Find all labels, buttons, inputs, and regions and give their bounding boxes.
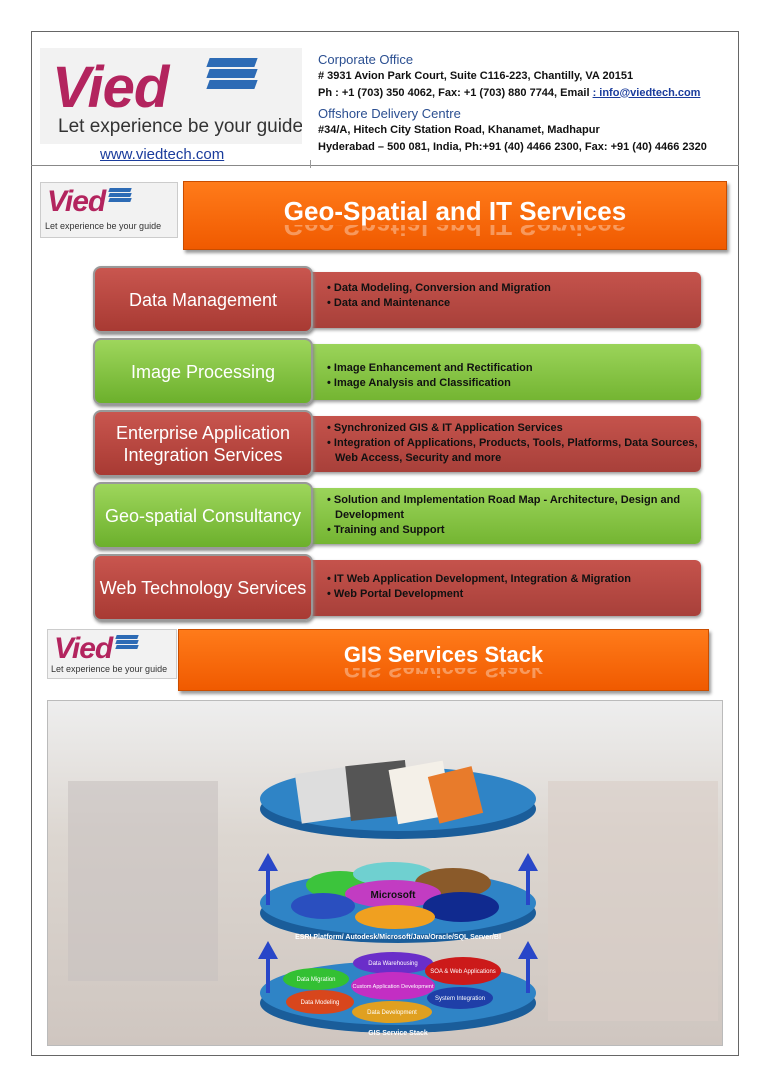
middle-disc: Microsoft ESRI Platform/ Autodesk/Micros… [260, 862, 536, 943]
email-link[interactable]: : info@viedtech.com [592, 86, 701, 99]
service-details: Image Enhancement and RectificationImage… [309, 344, 701, 400]
logo-brand: Vied [47, 185, 106, 218]
logo-bars-icon [206, 58, 258, 91]
service-name: Web Technology Services [93, 554, 313, 621]
corporate-phone: Ph : +1 (703) 350 4062, Fax: +1 (703) 88… [318, 86, 593, 99]
logo-brand: Vied [52, 55, 169, 120]
corporate-contact: Ph : +1 (703) 350 4062, Fax: +1 (703) 88… [318, 85, 707, 102]
service-item: Data Modeling, Conversion and Migration [325, 281, 701, 296]
stack-label: Data Migration [296, 977, 335, 983]
header-divider [31, 165, 739, 166]
service-item: IT Web Application Development, Integrat… [325, 572, 701, 587]
service-details: IT Web Application Development, Integrat… [309, 560, 701, 616]
banner1-logo: Vied Let experience be your guide [40, 182, 178, 238]
gis-stack-image: Microsoft ESRI Platform/ Autodesk/Micros… [47, 700, 723, 1046]
service-name: Enterprise Application Integration Servi… [93, 410, 313, 477]
corporate-address: # 3931 Avion Park Court, Suite C116-223,… [318, 70, 634, 82]
stack-label: Data Warehousing [368, 961, 417, 967]
logo-tagline: Let experience be your guide [45, 221, 162, 231]
banner-gis-stack: GIS Services Stack GIS Services Stack [178, 629, 709, 691]
logo-bars-icon [115, 635, 139, 650]
offshore-heading: Offshore Delivery Centre [318, 106, 461, 121]
service-row: Data Management Data Modeling, Conversio… [93, 266, 703, 333]
office-background [68, 781, 218, 981]
website-link[interactable]: www.viedtech.com [100, 146, 225, 163]
banner-title-reflection: GIS Services Stack [179, 668, 708, 680]
stack-label: Data Development [367, 1010, 417, 1016]
service-row: Geo-spatial Consultancy Solution and Imp… [93, 482, 703, 549]
corporate-heading: Corporate Office [318, 52, 414, 67]
up-arrow-icon [258, 853, 538, 993]
offshore-contact: Hyderabad – 500 081, India, Ph:+91 (40) … [318, 140, 707, 153]
banner-title: Geo-Spatial and IT Services [283, 196, 627, 226]
office-background [548, 781, 718, 1021]
service-row: Enterprise Application Integration Servi… [93, 410, 703, 477]
logo-tagline: Let experience be your guide [58, 116, 302, 137]
service-name: Data Management [93, 266, 313, 333]
service-row: Image Processing Image Enhancement and R… [93, 338, 703, 405]
service-item: Data and Maintenance [325, 296, 701, 311]
banner2-logo: Vied Let experience be your guide [47, 629, 177, 679]
service-name: Image Processing [93, 338, 313, 405]
banner-geo-spatial: Geo-Spatial and IT Services Geo-Spatial … [183, 181, 727, 250]
service-item: Solution and Implementation Road Map - A… [325, 493, 701, 523]
service-details: Synchronized GIS & IT Application Servic… [309, 416, 701, 472]
stack-caption: ESRI Platform/ Autodesk/Microsoft/Java/O… [295, 934, 501, 941]
service-name: Geo-spatial Consultancy [93, 482, 313, 549]
stack-label: Microsoft [371, 890, 417, 901]
service-item: Web Portal Development [325, 587, 701, 602]
service-item: Training and Support [325, 523, 701, 538]
logo-tagline: Let experience be your guide [51, 664, 168, 674]
header-column-divider [310, 160, 311, 168]
logo-brand: Vied [54, 632, 113, 665]
company-logo: Vied Let experience be your guide [40, 48, 302, 144]
banner-title: GIS Services Stack [343, 642, 544, 667]
logo-bars-icon [108, 188, 132, 203]
stack-caption: GIS Service Stack [368, 1030, 428, 1037]
top-disc [260, 760, 536, 839]
service-item: Integration of Applications, Products, T… [325, 436, 701, 466]
stack-label: Custom Application Development [352, 984, 433, 990]
contact-block: Corporate Office # 3931 Avion Park Court… [318, 51, 707, 155]
stack-label: System Integration [435, 996, 485, 1002]
banner-title-reflection: Geo-Spatial and IT Services [184, 225, 726, 239]
gis-stack-diagram: Microsoft ESRI Platform/ Autodesk/Micros… [68, 760, 718, 1037]
service-details: Data Modeling, Conversion and MigrationD… [309, 272, 701, 328]
offshore-address: #34/A, Hitech City Station Road, Khaname… [318, 124, 600, 136]
stack-label: SOA & Web Applications [430, 969, 496, 975]
page-border [31, 31, 739, 1056]
service-details: Solution and Implementation Road Map - A… [309, 488, 701, 544]
service-item: Synchronized GIS & IT Application Servic… [325, 421, 701, 436]
stack-label: Data Modeling [301, 1000, 340, 1006]
service-item: Image Analysis and Classification [325, 376, 701, 391]
bottom-disc: Data Warehousing SOA & Web Applications … [260, 952, 536, 1037]
service-row: Web Technology Services IT Web Applicati… [93, 554, 703, 621]
service-item: Image Enhancement and Rectification [325, 361, 701, 376]
